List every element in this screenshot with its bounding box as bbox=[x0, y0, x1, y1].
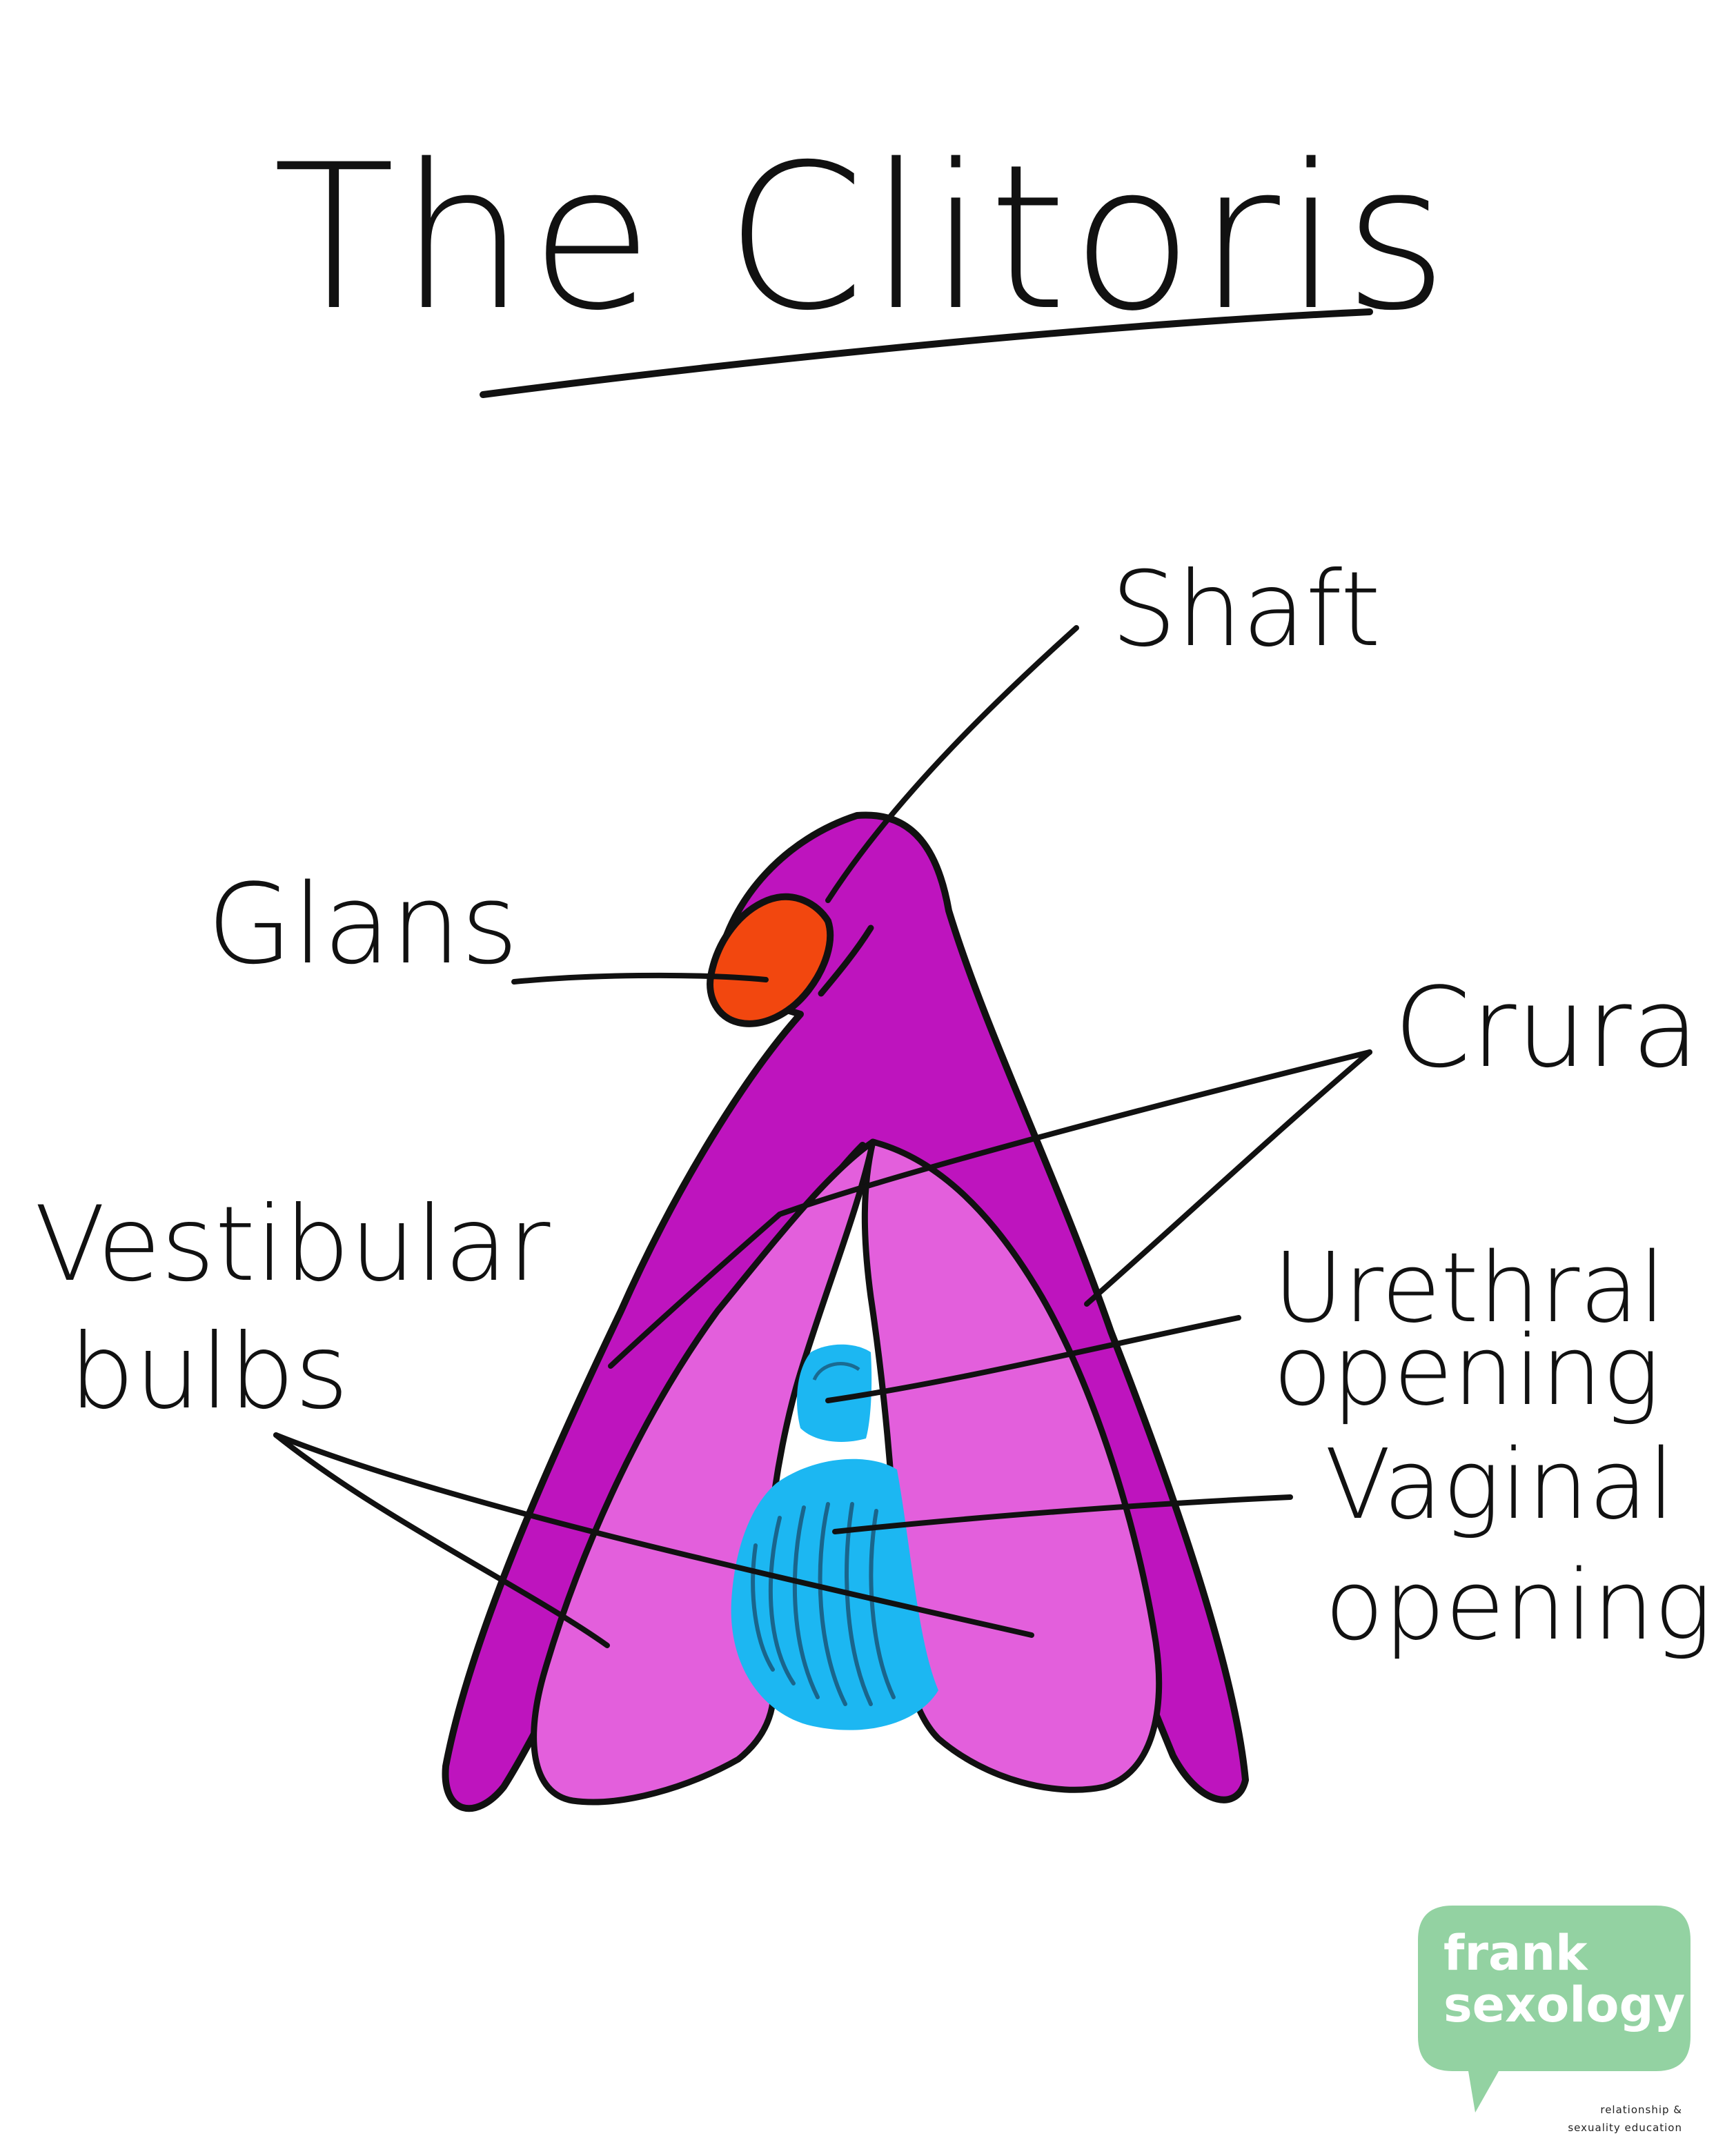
leader-vaginal bbox=[832, 1494, 1293, 1534]
label-crura: Crura bbox=[1394, 963, 1699, 1092]
shaft-inner-stroke bbox=[818, 924, 874, 997]
label-vaginal-line2: opening bbox=[1325, 1550, 1712, 1662]
label-urethral-line1: Urethral bbox=[1273, 1232, 1666, 1345]
vestibular-bulb-right bbox=[861, 1138, 1163, 1793]
urethral-opening bbox=[797, 1344, 872, 1442]
logo-tagline-line1: relationship & bbox=[1600, 2104, 1682, 2116]
label-vestibular-line1: Vestibular bbox=[34, 1185, 551, 1305]
leader-lines bbox=[273, 625, 1372, 1648]
leader-crura-right bbox=[1084, 1049, 1372, 1307]
logo-speech-bubble bbox=[1418, 1906, 1690, 2113]
frank-sexology-logo: frank sexology relationship & sexuality … bbox=[1418, 1906, 1690, 2134]
label-glans: Glans bbox=[207, 860, 518, 989]
leader-glans bbox=[511, 972, 769, 985]
vestibular-bulb-left bbox=[531, 1138, 876, 1806]
label-shaft: Shaft bbox=[1111, 550, 1381, 670]
title-underline bbox=[480, 308, 1373, 398]
logo-line2: sexology bbox=[1443, 1977, 1685, 2033]
leader-vestibular-right bbox=[273, 1432, 1034, 1638]
leader-crura-left bbox=[608, 1049, 1372, 1369]
label-urethral-line2: opening bbox=[1273, 1315, 1660, 1427]
glans-shape bbox=[707, 893, 834, 1027]
urethral-opening-rim bbox=[812, 1362, 860, 1381]
leader-urethral bbox=[825, 1315, 1241, 1403]
label-vaginal-line1: Vaginal bbox=[1325, 1429, 1675, 1541]
logo-line1: frank bbox=[1443, 1925, 1588, 1981]
leader-shaft bbox=[825, 625, 1079, 903]
label-vestibular-line2: bulbs bbox=[69, 1312, 348, 1432]
logo-tagline-line2: sexuality education bbox=[1568, 2122, 1682, 2134]
leader-vestibular-left bbox=[273, 1432, 610, 1648]
